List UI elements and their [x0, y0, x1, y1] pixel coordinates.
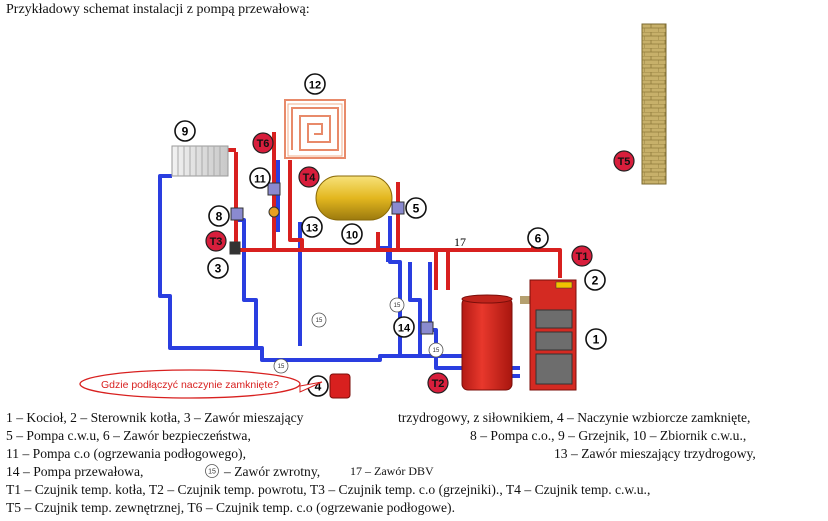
svg-text:T5: T5	[618, 156, 631, 168]
svg-text:5: 5	[413, 202, 420, 216]
component-number-10: 10	[341, 223, 363, 245]
legend-text: trzydrogowy, z siłownikiem, 4 – Naczynie…	[398, 410, 751, 425]
callout-text: Gdzie podłączyć naczynie zamknięte?	[101, 379, 279, 391]
svg-text:8: 8	[216, 210, 223, 224]
radiator	[171, 145, 229, 177]
svg-text:11: 11	[254, 174, 266, 186]
legend-text: 14 – Pompa przewałowa,	[6, 464, 144, 479]
legend-text: 8 – Pompa c.o., 9 – Grzejnik, 10 – Zbior…	[470, 428, 747, 443]
check-valve-icon: 15	[202, 464, 222, 482]
legend-text: 5 – Pompa c.w.u, 6 – Zawór bezpieczeństw…	[6, 428, 251, 443]
svg-text:1: 1	[593, 333, 600, 347]
sensor-t1: T1	[571, 245, 593, 267]
svg-text:T4: T4	[303, 172, 317, 184]
component-number-6: 6	[527, 227, 549, 249]
svg-text:10: 10	[346, 230, 358, 242]
component-number-12: 12	[304, 73, 326, 95]
svg-text:12: 12	[309, 80, 321, 92]
sensor-t4: T4	[298, 166, 320, 188]
hot-water-tank	[315, 175, 393, 221]
sensor-t3: T3	[205, 230, 227, 252]
page-title: Przykładowy schemat instalacji z pompą p…	[6, 2, 310, 17]
legend-text: T5 – Czujnik temp. zewnętrznej, T6 – Czu…	[6, 500, 455, 515]
svg-text:15: 15	[316, 318, 323, 324]
check-valves	[273, 297, 444, 374]
svg-text:3: 3	[215, 262, 222, 276]
component-number-9: 9	[174, 120, 196, 142]
component-number-5: 5	[405, 197, 427, 219]
chimney	[641, 23, 667, 185]
svg-text:13: 13	[306, 223, 318, 235]
check-valve-labels: 15 15 15 15	[278, 303, 440, 370]
svg-text:15: 15	[208, 469, 216, 476]
svg-text:9: 9	[182, 125, 189, 139]
svg-text:2: 2	[592, 274, 599, 288]
svg-text:4: 4	[315, 380, 322, 394]
component-number-2: 2	[584, 269, 606, 291]
legend-text: 13 – Zawór mieszający trzydrogowy,	[554, 446, 756, 461]
boiler	[520, 279, 577, 391]
buffer-tank	[461, 294, 513, 391]
component-number-11: 11	[249, 167, 271, 189]
callout: Gdzie podłączyć naczynie zamknięte?	[79, 369, 323, 399]
svg-text:T6: T6	[257, 138, 270, 150]
component-number-13: 13	[301, 216, 323, 238]
svg-text:T2: T2	[432, 378, 445, 390]
svg-text:15: 15	[394, 303, 401, 309]
expansion-vessel	[329, 373, 351, 399]
svg-text:14: 14	[398, 323, 411, 335]
legend-text: 1 – Kocioł, 2 – Sterownik kotła, 3 – Zaw…	[6, 410, 304, 425]
svg-text:6: 6	[535, 232, 542, 246]
svg-text:T1: T1	[576, 251, 589, 263]
component-number-1: 1	[585, 328, 607, 350]
component-number-8: 8	[208, 205, 230, 227]
svg-text:15: 15	[433, 348, 440, 354]
legend-text: 11 – Pompa c.o (ogrzewania podłogowego),	[6, 446, 246, 461]
sensor-t2: T2	[427, 372, 449, 394]
floor-heating-coil	[284, 99, 346, 159]
legend-text: 17 – Zawór DBV	[350, 464, 434, 478]
component-number-3: 3	[207, 257, 229, 279]
legend-text: – Zawór zwrotny,	[224, 464, 321, 479]
component-number-14: 14	[393, 316, 415, 338]
dbv-label: 17	[454, 235, 466, 249]
svg-text:T3: T3	[210, 236, 223, 248]
svg-text:15: 15	[278, 364, 285, 370]
sensor-t5: T5	[613, 150, 635, 172]
sensor-t6: T6	[252, 132, 274, 154]
legend-text: T1 – Czujnik temp. kotła, T2 – Czujnik t…	[6, 482, 651, 497]
